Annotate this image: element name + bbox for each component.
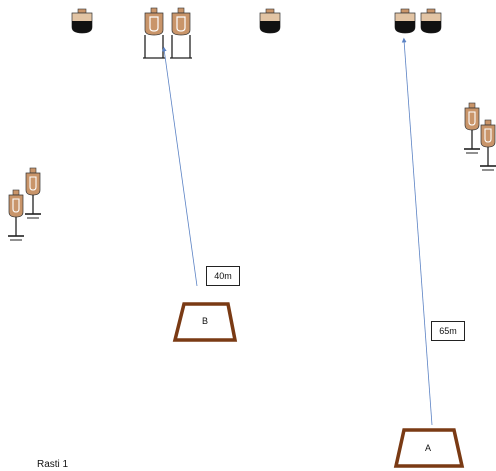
paper-target-icon	[8, 190, 24, 240]
steel-plate-target-icon	[72, 9, 92, 33]
distance-arrow-b	[164, 49, 197, 286]
distance-label-b: 40m	[206, 266, 240, 286]
paper-target-icon	[480, 120, 496, 170]
steel-plate-target-icon	[421, 9, 441, 33]
paper-target-icon	[25, 168, 41, 218]
stage-title: Rasti 1	[37, 459, 68, 470]
steel-plate-target-icon	[260, 9, 280, 33]
distance-arrow-a	[404, 40, 432, 425]
shooting-box-a-label: A	[425, 443, 431, 453]
paper-target-icon	[464, 103, 480, 153]
distance-label-a: 65m	[431, 321, 465, 341]
paper-target-icon	[170, 8, 192, 58]
paper-target-icon	[143, 8, 165, 58]
steel-plate-target-icon	[395, 9, 415, 33]
shooting-box-b-label: B	[202, 316, 208, 326]
